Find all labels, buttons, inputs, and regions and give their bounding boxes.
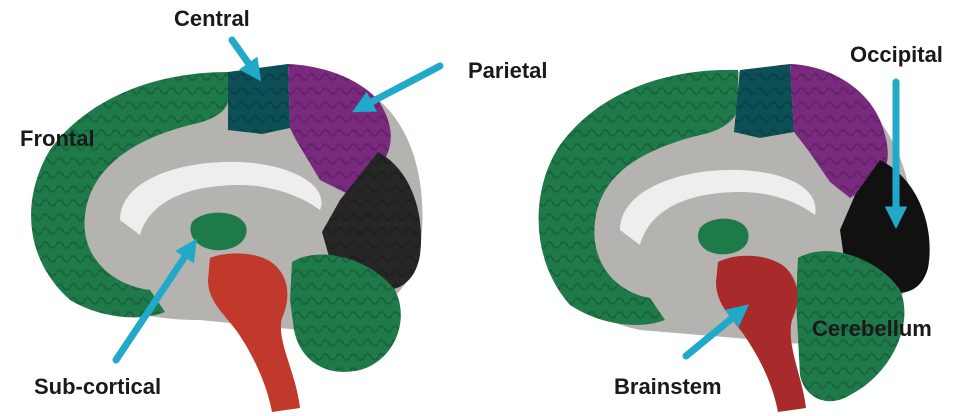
left-brain xyxy=(31,64,422,412)
brainstem-label: Brainstem xyxy=(614,376,722,398)
sub-cortical-label: Sub-cortical xyxy=(34,376,161,398)
central-arrow xyxy=(232,40,256,74)
right-brain xyxy=(539,64,930,412)
frontal-label: Frontal xyxy=(20,128,95,150)
cerebellum-label: Cerebellum xyxy=(812,318,932,340)
parietal-arrow xyxy=(360,66,440,108)
right-subcortical-region xyxy=(698,219,749,255)
parietal-label: Parietal xyxy=(468,60,548,82)
occipital-label: Occipital xyxy=(850,44,943,66)
central-label: Central xyxy=(174,8,250,30)
